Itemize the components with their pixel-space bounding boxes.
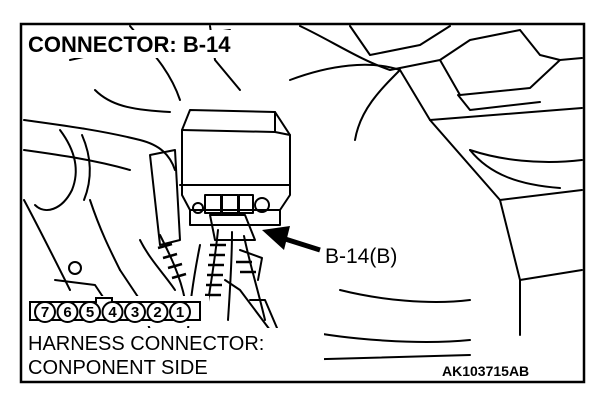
caption-backdrop [24,328,324,380]
caption-line-2: CONPONENT SIDE [28,357,208,379]
harness-corrugation [157,242,256,297]
pin-number: 5 [86,304,94,321]
diagram-title: CONNECTOR: B-14 [28,32,231,57]
pin-number: 4 [108,304,117,321]
callout-arrow [262,226,321,253]
pin-number: 3 [131,304,139,321]
diagram-frame [19,22,586,384]
pin-number: 2 [153,304,161,321]
pin-circle [169,301,191,323]
pin-circle [34,301,56,323]
pin-number: 1 [176,304,184,321]
pin-number: 7 [41,304,49,321]
pin-circle [79,301,101,323]
caption-line-1: HARNESS CONNECTOR: [28,333,264,355]
pin-number: 6 [63,304,71,321]
figure-code: AK103715AB [442,363,529,379]
callout-label: B-14(B) [325,245,397,268]
pin-circle [101,301,124,323]
pin-circle [124,301,146,323]
pin-circle [146,301,169,323]
figure-code-backdrop [438,360,582,380]
pin-circle [56,301,79,323]
callout-backdrop [322,242,410,268]
title-backdrop [24,30,254,58]
